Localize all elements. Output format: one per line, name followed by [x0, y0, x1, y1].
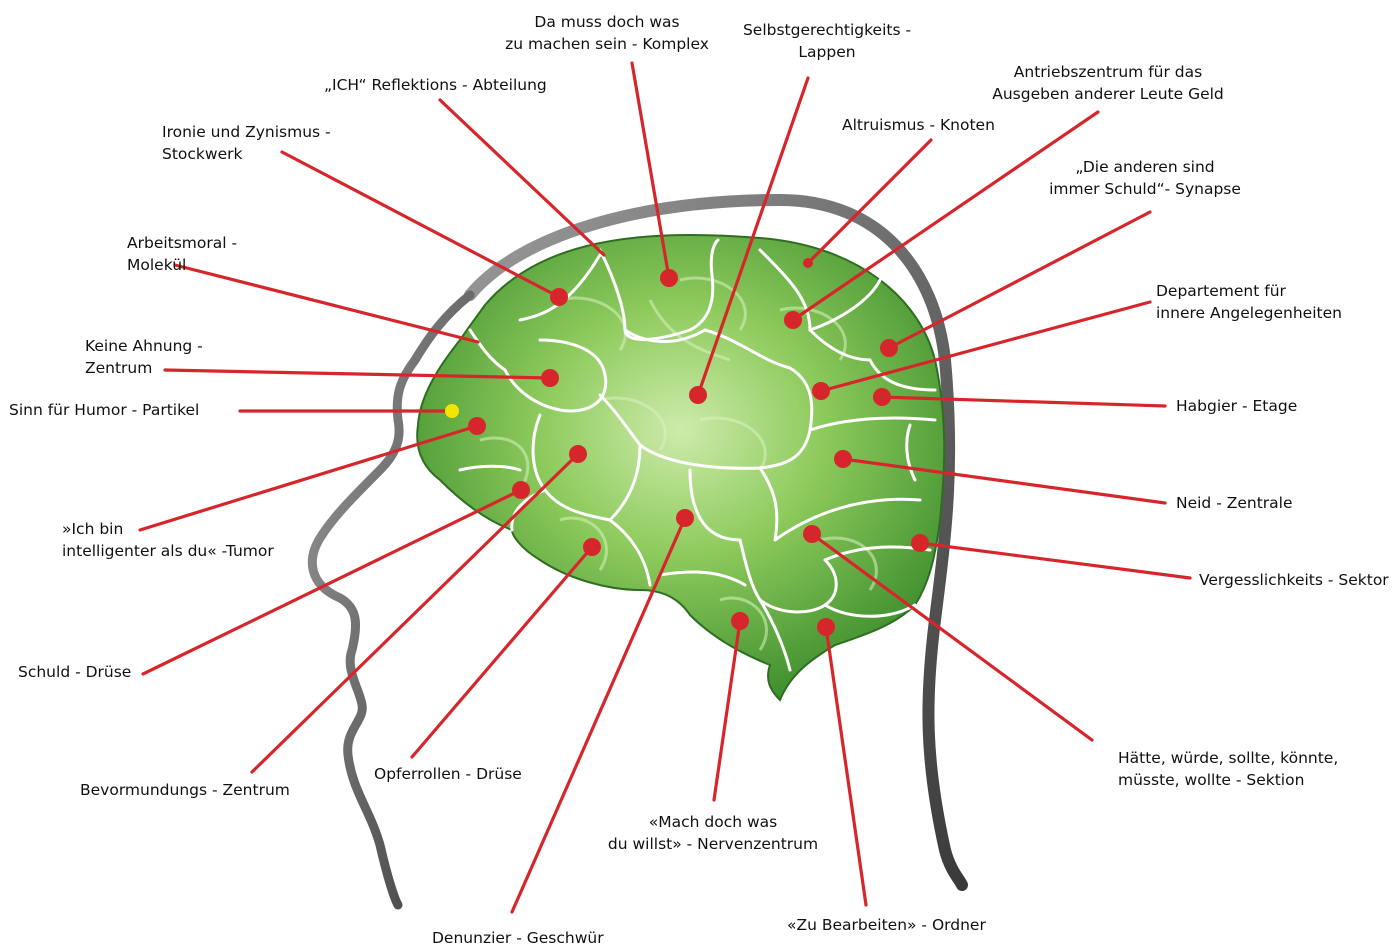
dot-vergesslichkeit: [911, 534, 929, 552]
label-haette: Hätte, würde, sollte, könnte, müsste, wo…: [1118, 747, 1338, 791]
label-ahnung: Keine Ahnung - Zentrum: [85, 335, 203, 379]
dot-ironie: [550, 288, 568, 306]
dot-tumor: [468, 417, 486, 435]
dot-ahnung: [541, 369, 559, 387]
label-tumor: »Ich bin intelligenter als du« -Tumor: [62, 518, 274, 562]
dot-neid: [834, 450, 852, 468]
dot-humor: [445, 404, 459, 418]
label-bevormundung: Bevormundungs - Zentrum: [80, 779, 290, 801]
dot-schuld: [512, 481, 530, 499]
label-altruismus: Altruismus - Knoten: [842, 114, 995, 136]
label-ordner: «Zu Bearbeiten» - Ordner: [787, 914, 986, 936]
label-denunzier: Denunzier - Geschwür: [432, 927, 604, 949]
dot-lappen: [689, 386, 707, 404]
dot-antrieb: [784, 311, 802, 329]
dot-anderen: [880, 339, 898, 357]
label-arbeitsmoral: Arbeitsmoral - Molekül: [127, 232, 237, 276]
dot-altruismus: [803, 258, 813, 268]
label-vergesslichkeit: Vergesslichkeits - Sektor: [1199, 569, 1389, 591]
label-ironie: Ironie und Zynismus - Stockwerk: [162, 121, 331, 165]
dot-habgier: [873, 388, 891, 406]
label-schuld: Schuld - Drüse: [18, 661, 131, 683]
dot-denunzier: [676, 509, 694, 527]
dot-departement: [812, 382, 830, 400]
label-departement: Departement für innere Angelegenheiten: [1156, 280, 1342, 324]
label-neid: Neid - Zentrale: [1176, 492, 1293, 514]
dot-ordner: [817, 618, 835, 636]
dot-mach: [731, 612, 749, 630]
label-habgier: Habgier - Etage: [1176, 395, 1297, 417]
label-antrieb: Antriebszentrum für das Ausgeben anderer…: [992, 61, 1224, 105]
dot-bevormundung: [569, 445, 587, 463]
label-opferrollen: Opferrollen - Drüse: [374, 763, 522, 785]
label-komplex: Da muss doch was zu machen sein - Komple…: [505, 11, 709, 55]
label-ich: „ICH“ Reflektions - Abteilung: [324, 74, 547, 96]
dot-komplex: [660, 269, 678, 287]
dot-haette: [803, 525, 821, 543]
label-anderen: „Die anderen sind immer Schuld“- Synapse: [1049, 156, 1241, 200]
label-humor: Sinn für Humor - Partikel: [9, 399, 199, 421]
label-mach: «Mach doch was du willst» - Nervenzentru…: [608, 811, 818, 855]
label-lappen: Selbstgerechtigkeits - Lappen: [743, 19, 911, 63]
dot-opferrollen: [583, 538, 601, 556]
